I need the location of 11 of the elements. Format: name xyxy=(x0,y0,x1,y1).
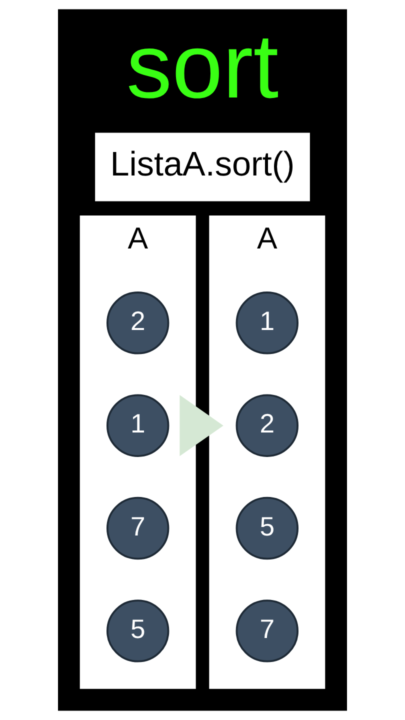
arrow xyxy=(180,395,224,456)
node-circle: 1 xyxy=(106,394,170,457)
node-circle: 7 xyxy=(106,496,170,560)
node-circle: 5 xyxy=(236,496,299,560)
node-circle: 5 xyxy=(106,600,170,662)
node-circle: 7 xyxy=(236,600,299,662)
label: ListaA.sort() xyxy=(110,145,295,184)
diagram-title: sort xyxy=(126,15,279,118)
node-circle: 1 xyxy=(236,292,299,354)
node-circle: 2 xyxy=(236,394,299,457)
node-circle: 2 xyxy=(106,292,170,354)
